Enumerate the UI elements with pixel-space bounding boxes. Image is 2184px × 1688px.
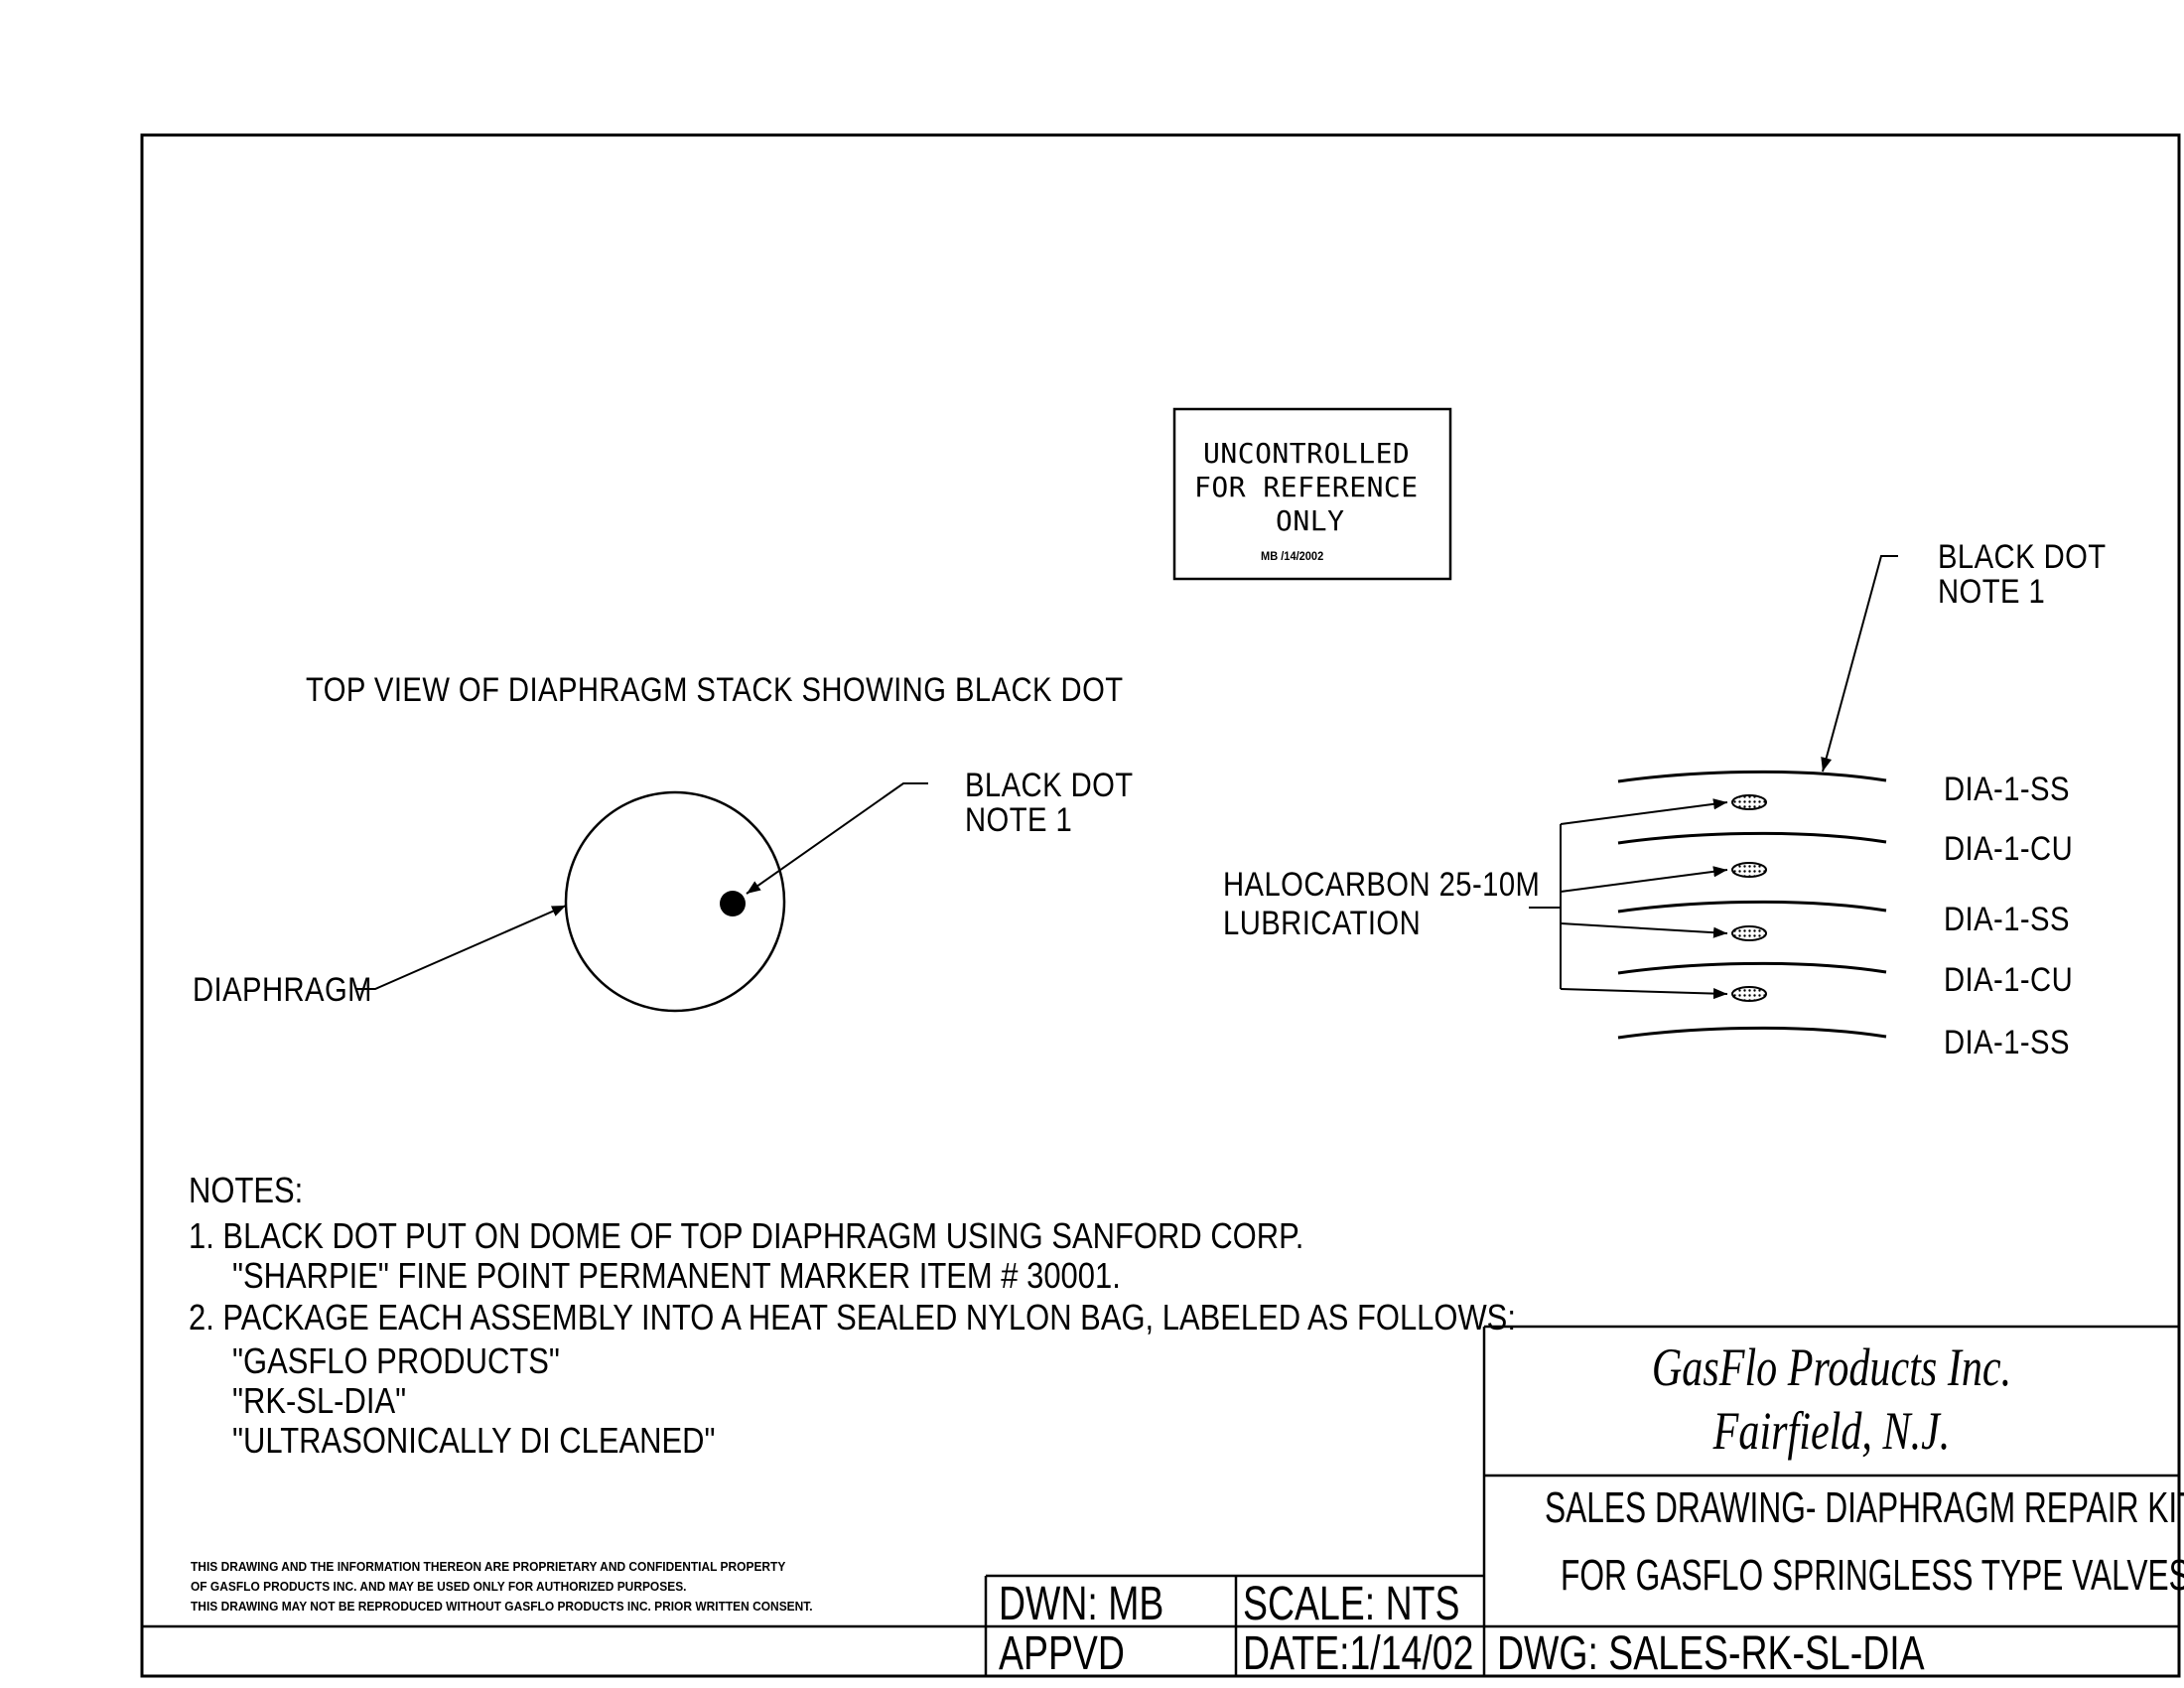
layer-label: DIA-1-CU bbox=[1944, 830, 2074, 868]
stack-layer-5 bbox=[1617, 1026, 1887, 1040]
layer-label: DIA-1-SS bbox=[1944, 1024, 2070, 1061]
notes-heading: NOTES: bbox=[189, 1170, 304, 1210]
stamp-line3: ONLY bbox=[1276, 504, 1345, 537]
drawn-by: DWN: MB bbox=[999, 1578, 1164, 1630]
note-1a: 1. BLACK DOT PUT ON DOME OF TOP DIAPHRAG… bbox=[189, 1215, 1304, 1256]
disclaimer-3: THIS DRAWING MAY NOT BE REPRODUCED WITHO… bbox=[191, 1599, 813, 1614]
stack-layer-3 bbox=[1617, 900, 1887, 914]
black-dot bbox=[720, 891, 746, 916]
stamp-line2: FOR REFERENCE bbox=[1194, 471, 1419, 503]
sheet-border bbox=[140, 133, 2181, 1678]
approved: APPVD bbox=[999, 1627, 1125, 1680]
layer-label: DIA-1-SS bbox=[1944, 771, 2070, 808]
diaphragm-circle bbox=[564, 790, 786, 1013]
stack-callout-1: BLACK DOT bbox=[1938, 538, 2107, 576]
note-2b: "GASFLO PRODUCTS" bbox=[232, 1340, 560, 1381]
black-dot-leader bbox=[746, 782, 928, 895]
lubrication-label-2: LUBRICATION bbox=[1223, 905, 1422, 942]
drawing-title-2: FOR GASFLO SPRINGLESS TYPE VALVES bbox=[1561, 1551, 2184, 1600]
stack-black-dot-leader bbox=[1821, 555, 1898, 773]
stack-layer-2 bbox=[1617, 831, 1887, 845]
layer-label: DIA-1-SS bbox=[1944, 901, 2070, 938]
date: DATE:1/14/02 bbox=[1243, 1627, 1474, 1680]
lubrication-label-1: HALOCARBON 25-10M bbox=[1223, 866, 1541, 904]
stamp-box bbox=[1172, 407, 1452, 581]
drawing-number: DWG: SALES-RK-SL-DIA bbox=[1497, 1627, 1925, 1680]
note-2d: "ULTRASONICALLY DI CLEANED" bbox=[232, 1420, 716, 1461]
stack-callout-2: NOTE 1 bbox=[1938, 573, 2046, 611]
lube-dot-1 bbox=[1731, 794, 1767, 810]
scale: SCALE: NTS bbox=[1243, 1578, 1460, 1630]
note-2c: "RK-SL-DIA" bbox=[232, 1380, 407, 1421]
disclaimer-2: OF GASFLO PRODUCTS INC. AND MAY BE USED … bbox=[191, 1579, 687, 1594]
drawing-title-1: SALES DRAWING- DIAPHRAGM REPAIR KIT bbox=[1545, 1483, 2184, 1532]
diaphragm-leader bbox=[355, 905, 567, 990]
company-name: GasFlo Products Inc. bbox=[1651, 1337, 2012, 1397]
company-location: Fairfield, N.J. bbox=[1712, 1401, 1951, 1461]
disclaimer-1: THIS DRAWING AND THE INFORMATION THEREON… bbox=[191, 1559, 786, 1574]
top-view-callout-1: BLACK DOT bbox=[965, 767, 1134, 804]
diaphragm-label: DIAPHRAGM bbox=[193, 971, 372, 1009]
top-view-callout-2: NOTE 1 bbox=[965, 801, 1073, 839]
stack-layer-4 bbox=[1617, 961, 1887, 975]
top-view-title: TOP VIEW OF DIAPHRAGM STACK SHOWING BLAC… bbox=[306, 671, 1124, 709]
stamp-line1: UNCONTROLLED bbox=[1203, 437, 1411, 470]
lube-dot-3 bbox=[1731, 925, 1767, 941]
stamp-line4: MB /14/2002 bbox=[1261, 549, 1324, 563]
note-1b: "SHARPIE" FINE POINT PERMANENT MARKER IT… bbox=[232, 1255, 1121, 1296]
lube-dot-4 bbox=[1731, 986, 1767, 1002]
note-2a: 2. PACKAGE EACH ASSEMBLY INTO A HEAT SEA… bbox=[189, 1297, 1516, 1337]
stack-layer-1 bbox=[1617, 770, 1887, 783]
lube-dot-2 bbox=[1731, 862, 1767, 878]
layer-label: DIA-1-CU bbox=[1944, 961, 2074, 999]
